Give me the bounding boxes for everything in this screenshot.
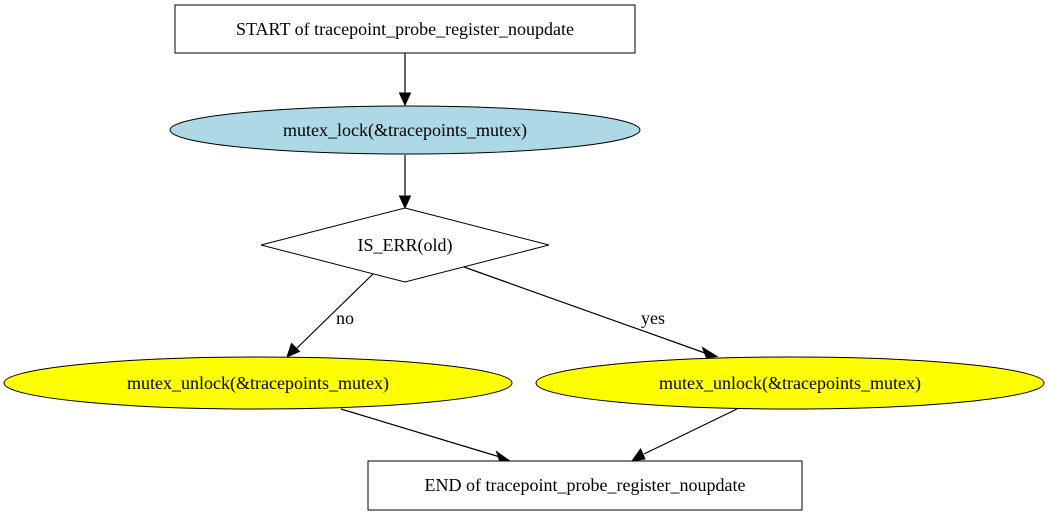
node-mutex-lock-label: mutex_lock(&tracepoints_mutex): [283, 120, 527, 141]
edge-label-no: no: [336, 308, 354, 328]
node-decision: IS_ERR(old): [260, 207, 550, 283]
node-mutex-unlock-yes-label: mutex_unlock(&tracepoints_mutex): [659, 373, 921, 394]
edge-lock-to-decision: [398, 155, 412, 210]
edge-unlock-no-to-end: [340, 408, 511, 463]
node-start-label: START of tracepoint_probe_register_noupd…: [236, 19, 574, 39]
edge-decision-to-unlock-yes: yes: [463, 266, 719, 359]
node-mutex-unlock-yes: mutex_unlock(&tracepoints_mutex): [535, 356, 1045, 410]
node-start: START of tracepoint_probe_register_noupd…: [174, 4, 636, 54]
node-end: END of tracepoint_probe_register_noupdat…: [367, 460, 803, 511]
edge-start-to-lock: [398, 53, 412, 107]
node-decision-label: IS_ERR(old): [357, 235, 452, 256]
node-mutex-lock: mutex_lock(&tracepoints_mutex): [169, 105, 641, 155]
edge-label-yes: yes: [641, 308, 665, 328]
node-end-label: END of tracepoint_probe_register_noupdat…: [425, 475, 746, 495]
node-mutex-unlock-no: mutex_unlock(&tracepoints_mutex): [3, 356, 513, 410]
edge-unlock-yes-to-end: [630, 408, 738, 462]
edge-decision-to-unlock-no: no: [286, 272, 375, 358]
node-mutex-unlock-no-label: mutex_unlock(&tracepoints_mutex): [127, 373, 389, 394]
